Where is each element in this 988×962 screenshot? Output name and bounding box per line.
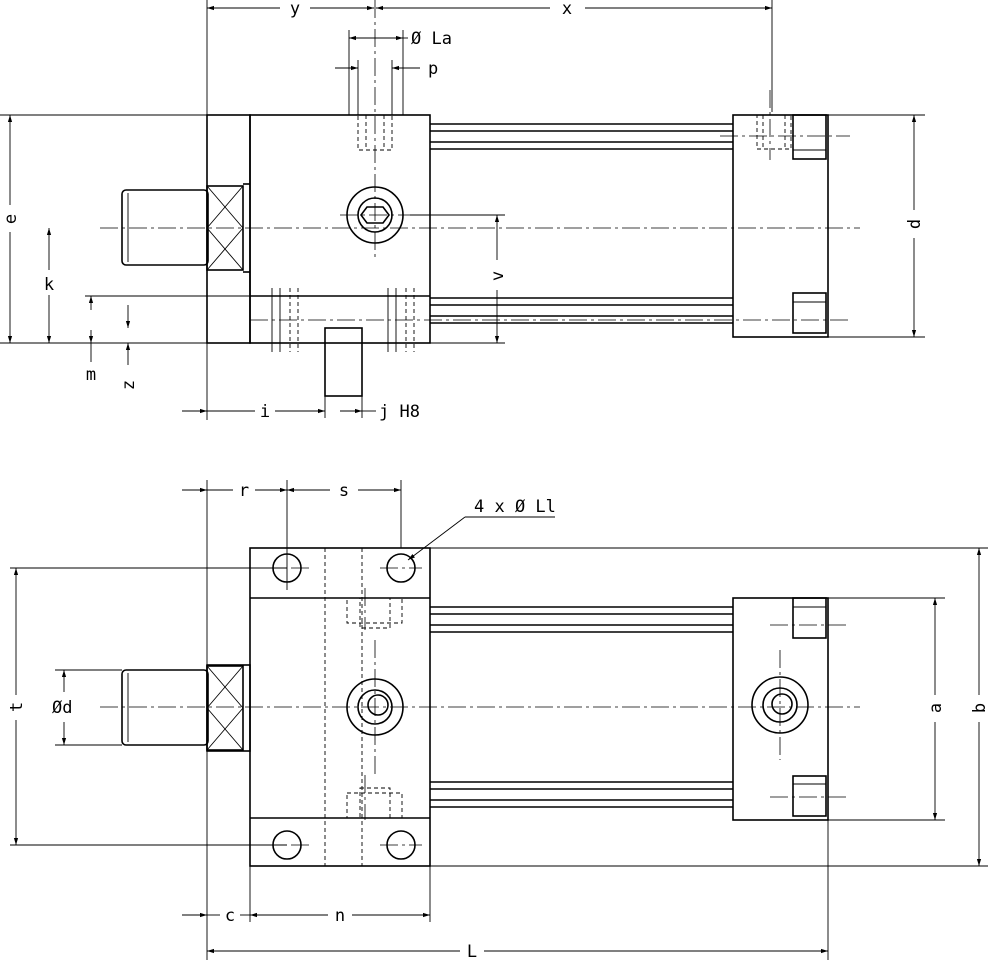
dim-d: d xyxy=(905,219,925,229)
side-end-cap xyxy=(732,114,829,338)
dim-v: v xyxy=(488,271,508,281)
top-end-cap xyxy=(732,597,829,821)
dim-r: r xyxy=(239,481,249,501)
label-holes: 4 x Ø Ll xyxy=(474,497,556,517)
dim-j: j H8 xyxy=(379,402,420,422)
dim-c: c xyxy=(225,906,235,926)
dim-z: z xyxy=(119,380,139,390)
dim-la: Ø La xyxy=(411,29,452,49)
dim-m: m xyxy=(86,365,96,385)
side-view: y x Ø La p e k m z xyxy=(0,0,925,422)
dim-e: e xyxy=(1,214,21,224)
dim-x: x xyxy=(562,0,572,19)
top-mounting-holes xyxy=(272,553,416,860)
dim-y: y xyxy=(290,0,300,19)
dim-bore-d: Ød xyxy=(52,698,72,718)
dim-p: p xyxy=(428,59,438,79)
dim-t: t xyxy=(7,702,27,712)
side-rods xyxy=(430,123,733,324)
top-view: r s 4 x Ø Ll t Ød a b xyxy=(7,480,988,962)
side-key-tab xyxy=(324,327,363,397)
dim-a: a xyxy=(926,703,946,713)
top-rods xyxy=(430,606,733,808)
dim-L: L xyxy=(467,942,477,962)
side-fitting xyxy=(121,183,250,273)
dim-i: i xyxy=(260,402,270,422)
top-fitting xyxy=(121,665,244,751)
side-main-block xyxy=(249,114,431,344)
dim-k: k xyxy=(44,275,54,295)
dim-b: b xyxy=(970,703,988,713)
dim-n: n xyxy=(335,906,345,926)
dim-s: s xyxy=(339,481,349,501)
